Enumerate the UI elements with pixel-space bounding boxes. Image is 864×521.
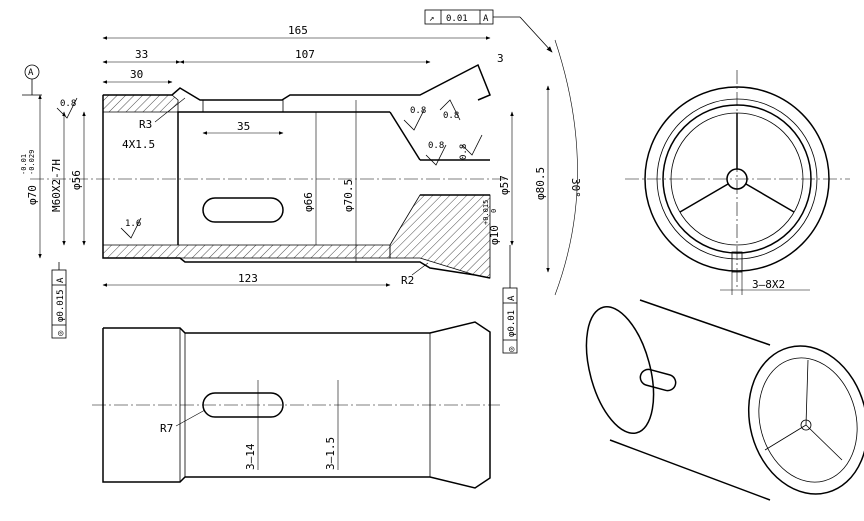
- leader-r3: [154, 97, 186, 123]
- head-section: [389, 194, 491, 279]
- dim-33: 33: [135, 48, 148, 61]
- concentricity-frame-right: ◎ φ0.01 A: [502, 245, 518, 354]
- dim-165: 165: [288, 24, 308, 37]
- leader-r7: [175, 409, 206, 427]
- upper-thread-wall: [102, 94, 179, 113]
- iso-back-face: [585, 305, 655, 435]
- dim-35: 35: [237, 120, 250, 133]
- roughness-value: 1.6: [125, 219, 141, 229]
- leader-r2: [411, 262, 429, 276]
- label-r7: R7: [160, 422, 173, 435]
- section-view: 165 33 107 30 3 35 123 R3 4X1.5 R2 φ70 -…: [20, 9, 582, 354]
- dim-dia70-tol-lower: -0.029: [28, 150, 36, 175]
- dim-107: 107: [295, 48, 315, 61]
- end-view-outer-circle: [644, 86, 830, 272]
- dim-dia57: φ57: [498, 175, 511, 195]
- iso-slit-top: [805, 359, 809, 426]
- dim-123: 123: [238, 272, 258, 285]
- end-view: 3–8X2: [625, 70, 850, 295]
- roughness-symbol: 0.8: [56, 97, 78, 119]
- dim-slot-3-14: 3–14: [244, 443, 257, 470]
- side-keyway-slot: [202, 392, 284, 418]
- runout-value: 0.01: [446, 14, 468, 24]
- dim-3: 3: [497, 52, 504, 65]
- dim-thread: M60X2-7H: [50, 159, 63, 212]
- iso-center-hole: [800, 419, 812, 431]
- conc-right-datum: A: [507, 295, 517, 301]
- iso-keyway-slot: [639, 368, 677, 392]
- dim-dia66: φ66: [302, 192, 315, 212]
- datum-label: A: [28, 68, 34, 78]
- roughness-symbol: 1.6: [120, 217, 142, 239]
- outer-outline-bottom: [102, 95, 491, 279]
- roughness-value: 0.8: [60, 99, 76, 109]
- keyway-slot: [202, 197, 284, 223]
- roughness-value: 0.8: [459, 144, 469, 160]
- side-view: 3–14 3–1.5 R7: [92, 321, 500, 489]
- dim-dia56: φ56: [70, 170, 83, 190]
- dim-slot-3-8x2: 3–8X2: [752, 278, 785, 291]
- runout-datum: A: [483, 14, 489, 24]
- runout-frame: ↗ 0.01 A: [424, 9, 553, 53]
- dim-dia10: φ10: [488, 225, 501, 245]
- iso-front-face: [747, 345, 864, 495]
- roughness-symbol: 0.8: [459, 134, 483, 160]
- dim-dia70-tol-upper: -0.01: [20, 154, 28, 175]
- conc-left-datum: A: [56, 277, 66, 283]
- dim-slot-3-15: 3–1.5: [324, 437, 337, 470]
- lower-wall: [102, 244, 391, 259]
- label-r2: R2: [401, 274, 414, 287]
- conc-left-symbol: ◎: [56, 330, 66, 336]
- iso-inner-face: [758, 357, 858, 483]
- iso-body-edges: [609, 299, 771, 501]
- angle-arc: [554, 39, 578, 296]
- dim-dia70: φ70: [26, 185, 39, 205]
- dim-angle-30: 30°: [569, 178, 582, 198]
- conc-right-symbol: ◎: [507, 346, 517, 352]
- dim-dia10-tol-upper: +0.015: [482, 200, 490, 225]
- roughness-value: 0.8: [410, 106, 426, 116]
- end-view-slit-left: [679, 183, 729, 213]
- dim-30: 30: [130, 68, 143, 81]
- dim-dia80-5: φ80.5: [534, 167, 547, 200]
- end-view-ring: [656, 98, 818, 260]
- runout-symbol: ↗: [429, 14, 434, 24]
- groove-top: [202, 99, 284, 113]
- conc-left-value: φ0.015: [56, 289, 66, 322]
- iso-slit-left: [764, 424, 807, 451]
- dim-dia70-5: φ70.5: [342, 179, 355, 212]
- roughness-symbol: 0.8: [425, 141, 447, 166]
- end-view-keyslot: [731, 251, 743, 273]
- iso-slit-right: [805, 424, 843, 461]
- end-view-slit-right: [745, 183, 795, 213]
- label-r3: R3: [139, 118, 152, 131]
- isometric-view: [585, 299, 864, 501]
- roughness-symbol: 0.8: [403, 106, 426, 131]
- concentricity-frame-left: ◎ φ0.015 A: [51, 262, 67, 339]
- end-view-inner-circle: [662, 104, 812, 254]
- roughness-value: 0.8: [428, 141, 444, 151]
- label-chamfer: 4X1.5: [122, 138, 155, 151]
- outer-outline-top: [103, 63, 491, 101]
- cone-top: [389, 111, 421, 161]
- dim-dia10-tol-lower: 0: [490, 209, 498, 213]
- conc-right-value: φ0.01: [507, 310, 517, 337]
- roughness-symbol: 0.8: [439, 99, 461, 121]
- roughness-value: 0.8: [443, 111, 459, 121]
